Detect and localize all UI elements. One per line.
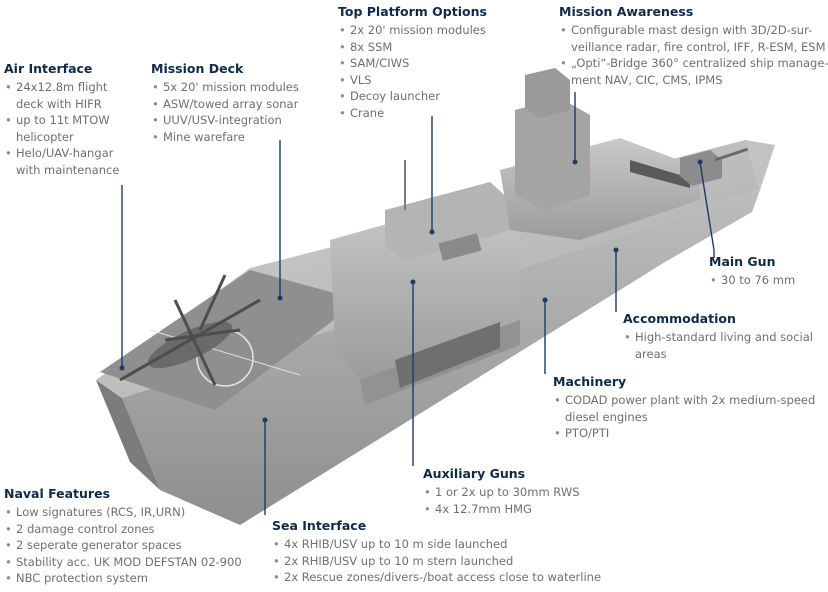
dot-mission-deck xyxy=(277,295,283,301)
feature-item: UUV/USV-integration xyxy=(151,112,299,129)
callout-mission-awareness: Mission Awareness Configurable mast desi… xyxy=(559,4,828,88)
naval-features-list: Low signatures (RCS, IR,URN)2 damage con… xyxy=(4,504,242,587)
dot-top-platform xyxy=(429,229,435,235)
feature-item: 5x 20' mission modules xyxy=(151,79,299,96)
top-platform xyxy=(385,182,510,262)
dot-sea-interface xyxy=(262,417,268,423)
feature-item: ment NAV, CIC, CMS, IPMS xyxy=(571,72,723,87)
feature-item: 2x Rescue zones/divers-/boat access clos… xyxy=(272,569,601,586)
hull-stern xyxy=(96,380,160,490)
dot-mission-awareness xyxy=(572,159,578,165)
flight-deck xyxy=(100,270,360,410)
callout-naval-features: Naval Features Low signatures (RCS, IR,U… xyxy=(4,486,242,587)
feature-item: Stability acc. UK MOD DEFSTAN 02-900 xyxy=(4,554,242,571)
mission-deck-list: 5x 20' mission modulesASW/towed array so… xyxy=(151,79,299,145)
feature-item: High-standard living and social xyxy=(623,329,813,346)
main-gun-list: 30 to 76 mm xyxy=(709,272,795,289)
machinery-title: Machinery xyxy=(553,374,627,389)
boat-bay xyxy=(395,322,500,388)
feature-item: Mine warefare xyxy=(151,129,299,146)
dot-machinery xyxy=(542,297,548,303)
feature-item: Low signatures (RCS, IR,URN) xyxy=(4,504,242,521)
auxiliary-guns-list: 1 or 2x up to 30mm RWS4x 12.7mm HMG xyxy=(423,484,580,517)
feature-item: up to 11t MTOW xyxy=(4,112,119,129)
feature-item: ASW/towed array sonar xyxy=(151,96,299,113)
main-gun-title: Main Gun xyxy=(709,254,776,269)
feature-item: Crane xyxy=(338,105,487,122)
top-platform-title: Top Platform Options xyxy=(338,4,487,19)
callout-machinery: Machinery CODAD power plant with 2x medi… xyxy=(553,374,815,442)
machinery-list: CODAD power plant with 2x medium-speeddi… xyxy=(553,392,815,442)
feature-item: 30 to 76 mm xyxy=(709,272,795,289)
mission-awareness-list: Configurable mast design with 3D/2D-sur-… xyxy=(559,22,828,88)
dot-air-interface xyxy=(119,365,125,371)
feature-item: „Opti“-Bridge 360° centralized ship mana… xyxy=(559,55,828,72)
top-platform-list: 2x 20' mission modules8x SSMSAM/CIWSVLSD… xyxy=(338,22,487,121)
feature-item: 2 damage control zones xyxy=(4,521,242,538)
auxiliary-guns-title: Auxiliary Guns xyxy=(423,466,526,481)
callout-top-platform: Top Platform Options 2x 20' mission modu… xyxy=(338,4,487,121)
callout-sea-interface: Sea Interface 4x RHIB/USV up to 10 m sid… xyxy=(272,518,601,586)
feature-item: helicopter xyxy=(16,129,74,144)
feature-item: 2 seperate generator spaces xyxy=(4,537,242,554)
callout-auxiliary-guns: Auxiliary Guns 1 or 2x up to 30mm RWS4x … xyxy=(423,466,580,517)
callout-main-gun: Main Gun 30 to 76 mm xyxy=(709,254,795,289)
feature-item: 4x RHIB/USV up to 10 m side launched xyxy=(272,536,601,553)
feature-item: VLS xyxy=(338,72,487,89)
air-interface-title: Air Interface xyxy=(4,61,93,76)
feature-item: 4x 12.7mm HMG xyxy=(423,501,580,518)
mast-top xyxy=(525,68,570,118)
feature-item: 2x RHIB/USV up to 10 m stern launched xyxy=(272,553,601,570)
feature-item: veillance radar, fire control, IFF, R-ES… xyxy=(571,39,826,54)
feature-item: 1 or 2x up to 30mm RWS xyxy=(423,484,580,501)
feature-item: PTO/PTI xyxy=(553,425,815,442)
mission-deck-title: Mission Deck xyxy=(151,61,244,76)
accommodation-title: Accommodation xyxy=(623,311,736,326)
mission-awareness-title: Mission Awareness xyxy=(559,4,694,19)
feature-item: 24x12.8m flight xyxy=(4,79,119,96)
helicopter xyxy=(119,274,261,386)
bow xyxy=(745,140,775,190)
feature-item: CODAD power plant with 2x medium-speed xyxy=(553,392,815,409)
feature-item: diesel engines xyxy=(565,409,648,424)
callout-mission-deck: Mission Deck 5x 20' mission modulesASW/t… xyxy=(151,61,299,145)
sea-interface-list: 4x RHIB/USV up to 10 m side launched2x R… xyxy=(272,536,601,586)
dot-main-gun xyxy=(697,159,703,165)
feature-item: NBC protection system xyxy=(4,570,242,587)
feature-item: with maintenance xyxy=(16,162,120,177)
feature-item: 8x SSM xyxy=(338,39,487,56)
callout-accommodation: Accommodation High-standard living and s… xyxy=(623,311,813,362)
sea-interface-title: Sea Interface xyxy=(272,518,367,533)
feature-item: 2x 20' mission modules xyxy=(338,22,487,39)
feature-item: Decoy launcher xyxy=(338,88,487,105)
feature-item: deck with HIFR xyxy=(16,96,102,111)
feature-item: Configurable mast design with 3D/2D-sur- xyxy=(559,22,828,39)
feature-item: areas xyxy=(635,346,667,361)
dot-accommodation xyxy=(613,247,619,253)
feature-item: SAM/CIWS xyxy=(338,55,487,72)
launcher-module xyxy=(438,233,482,261)
mast xyxy=(515,98,590,210)
feature-item: Helo/UAV-hangar xyxy=(4,145,119,162)
naval-features-title: Naval Features xyxy=(4,486,111,501)
bridge-windows xyxy=(630,160,690,188)
leader-main-gun xyxy=(699,161,715,258)
dot-auxiliary-guns xyxy=(410,279,416,285)
leader-lines xyxy=(119,92,715,515)
